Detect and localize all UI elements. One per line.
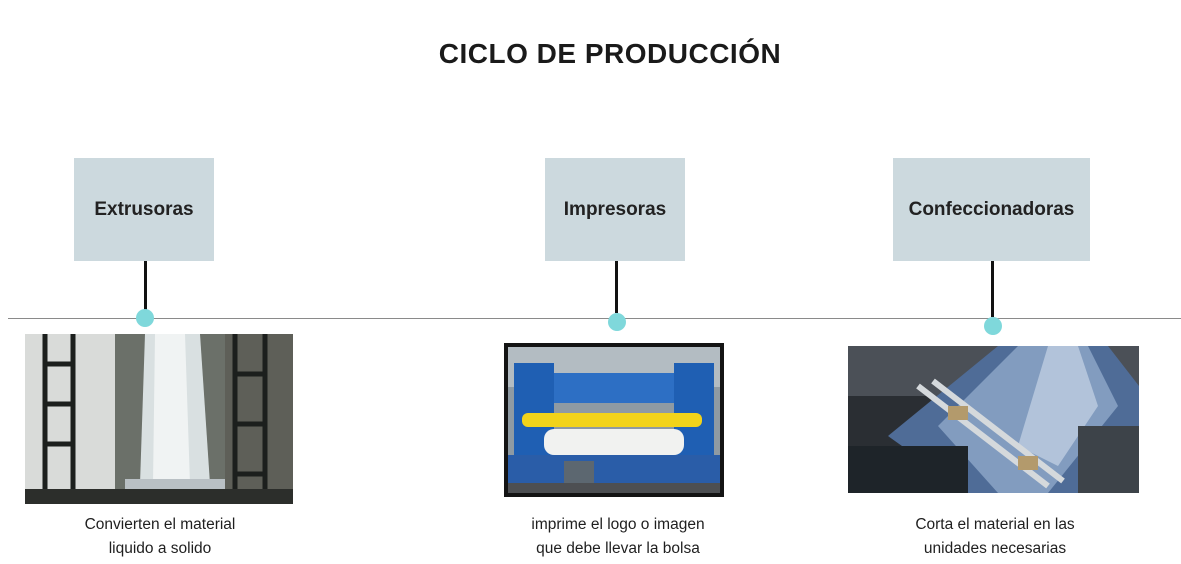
extrusion-machine-photo [25,334,293,504]
caption-line: que debe llevar la bolsa [536,540,700,557]
page-title: CICLO DE PRODUCCIÓN [438,38,782,69]
connector-line [615,261,618,313]
caption-line: unidades necesarias [923,540,1067,557]
stage-box-impresoras: Impresoras [545,158,685,261]
printing-machine-photo [504,343,724,497]
stage-caption: Corta el material en las unidades necesa… [872,513,1118,561]
caption-line: imprime el logo o imagen [531,516,705,533]
stage-label: Impresoras [563,198,667,220]
timeline-dot [136,309,154,327]
caption-line: Convierten el material [84,516,236,533]
stage-box-confeccionadoras: Confeccionadoras [893,158,1090,261]
caption-line: liquido a solido [108,540,212,557]
stage-caption: imprime el logo o imagen que debe llevar… [494,513,742,561]
timeline-line [8,318,1181,319]
connector-line [991,261,994,317]
connector-line [144,261,147,311]
bag-making-machine-photo [848,346,1139,493]
stage-label: Confeccionadoras [908,198,1075,220]
caption-line: Corta el material en las [915,516,1075,533]
stage-label: Extrusoras [94,198,194,220]
stage-caption: Convierten el material liquido a solido [40,513,280,561]
timeline-dot [608,313,626,331]
stage-box-extrusoras: Extrusoras [74,158,214,261]
timeline-dot [984,317,1002,335]
